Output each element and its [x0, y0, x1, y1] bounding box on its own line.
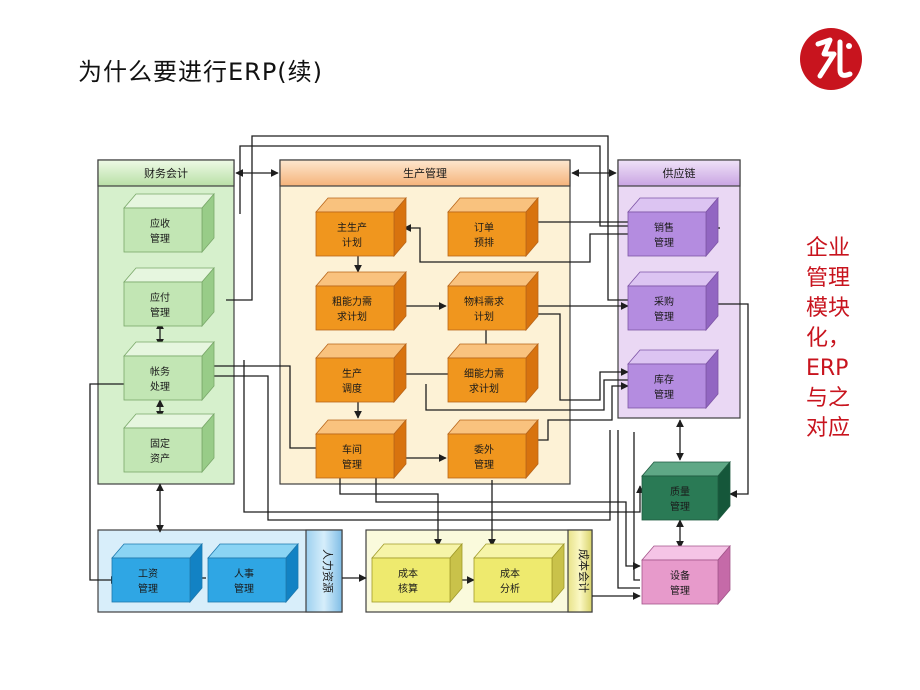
module-label: 管理	[670, 584, 690, 597]
side-note-line: 模块	[806, 296, 851, 321]
module-label: 细能力需	[464, 367, 504, 380]
module-outsourcing[interactable]: 委外 管理	[447, 418, 539, 480]
module-label: 帐务	[150, 365, 170, 378]
module-equipment[interactable]: 设备 管理	[641, 544, 731, 606]
group-production-header	[279, 159, 571, 187]
module-cost-analysis[interactable]: 成本 分析	[473, 542, 565, 604]
connectors	[89, 135, 749, 600]
module-label: 库存	[654, 373, 674, 386]
module-label: 管理	[342, 458, 362, 471]
module-label: 质量	[670, 486, 690, 498]
module-label: 工资	[138, 568, 158, 580]
module-label: 求计划	[469, 382, 499, 395]
side-note-line: 化，	[806, 326, 851, 351]
module-sales[interactable]: 销售 管理	[627, 196, 719, 258]
group-finance-header	[97, 159, 235, 187]
module-fine-capacity[interactable]: 细能力需 求计划	[447, 342, 539, 404]
module-label: 管理	[654, 388, 674, 401]
group-hr-label-bar	[305, 529, 343, 613]
module-label: 委外	[474, 443, 494, 456]
module-label: 设备	[670, 569, 690, 582]
module-label: 粗能力需	[332, 295, 372, 308]
module-fixed-assets[interactable]: 固定 资产	[123, 412, 215, 474]
module-payroll[interactable]: 工资 管理	[111, 542, 203, 604]
side-note: 企业 管理 模块 化， ERP 与之 对应	[806, 234, 856, 444]
module-quality[interactable]: 质量 管理	[641, 460, 731, 522]
module-dispatch[interactable]: 生产 调度	[315, 342, 407, 404]
module-label: 管理	[670, 500, 690, 513]
module-personnel[interactable]: 人事 管理	[207, 542, 299, 604]
group-hr-title: 人力资源	[321, 549, 335, 593]
module-label: 管理	[654, 236, 674, 249]
module-label: 管理	[138, 582, 158, 595]
module-payable[interactable]: 应付 管理	[123, 266, 215, 328]
module-label: 订单	[474, 222, 494, 234]
group-supply-title: 供应链	[663, 166, 696, 180]
module-label: 应付	[150, 291, 170, 304]
module-mps[interactable]: 主生产 计划	[315, 196, 407, 258]
group-supply-header	[617, 159, 741, 187]
module-label: 应收	[150, 217, 170, 230]
module-label: 采购	[654, 295, 674, 308]
slide-title: 为什么要进行ERP(续)	[78, 58, 324, 86]
module-label: 主生产	[337, 221, 367, 234]
module-label: 求计划	[337, 310, 367, 323]
module-workshop[interactable]: 车间 管理	[315, 418, 407, 480]
module-ledger[interactable]: 帐务 处理	[123, 340, 215, 402]
module-label: 计划	[474, 310, 494, 323]
side-note-line: 企业	[806, 236, 851, 261]
group-production-title: 生产管理	[403, 166, 447, 180]
module-label: 核算	[398, 582, 418, 595]
module-label: 成本	[398, 567, 418, 580]
module-label: 车间	[342, 443, 362, 456]
module-label: 管理	[654, 310, 674, 323]
module-mrp[interactable]: 物料需求 计划	[447, 270, 539, 332]
module-cost-accounting[interactable]: 成本 核算	[371, 542, 463, 604]
module-receivable[interactable]: 应收 管理	[123, 192, 215, 254]
module-label: 固定	[150, 437, 170, 450]
module-label: 预排	[474, 236, 494, 249]
module-label: 计划	[342, 236, 362, 249]
group-cost-label-bar	[567, 529, 593, 613]
side-note-line: 管理	[806, 266, 851, 291]
group-cost-title: 成本会计	[577, 549, 591, 593]
module-label: 处理	[150, 381, 170, 393]
module-label: 资产	[150, 452, 170, 465]
module-order[interactable]: 订单 预排	[447, 196, 539, 258]
module-label: 管理	[150, 306, 170, 319]
module-purchase[interactable]: 采购 管理	[627, 270, 719, 332]
module-label: 调度	[342, 382, 362, 395]
logo-seal-icon	[800, 28, 862, 90]
module-inventory[interactable]: 库存 管理	[627, 348, 719, 410]
module-rough-capacity[interactable]: 粗能力需 求计划	[315, 270, 407, 332]
module-label: 人事	[234, 567, 254, 580]
group-finance-title: 财务会计	[144, 166, 188, 180]
module-label: 管理	[234, 582, 254, 595]
module-label: 管理	[474, 458, 494, 471]
module-label: 物料需求	[464, 295, 504, 308]
module-label: 销售	[654, 221, 674, 234]
side-note-line: 与之	[806, 386, 851, 411]
module-label: 成本	[500, 567, 520, 580]
module-label: 管理	[150, 232, 170, 245]
module-label: 分析	[500, 582, 520, 595]
side-note-line: 对应	[806, 416, 851, 441]
module-label: 生产	[342, 367, 362, 380]
side-note-line: ERP	[806, 356, 849, 381]
